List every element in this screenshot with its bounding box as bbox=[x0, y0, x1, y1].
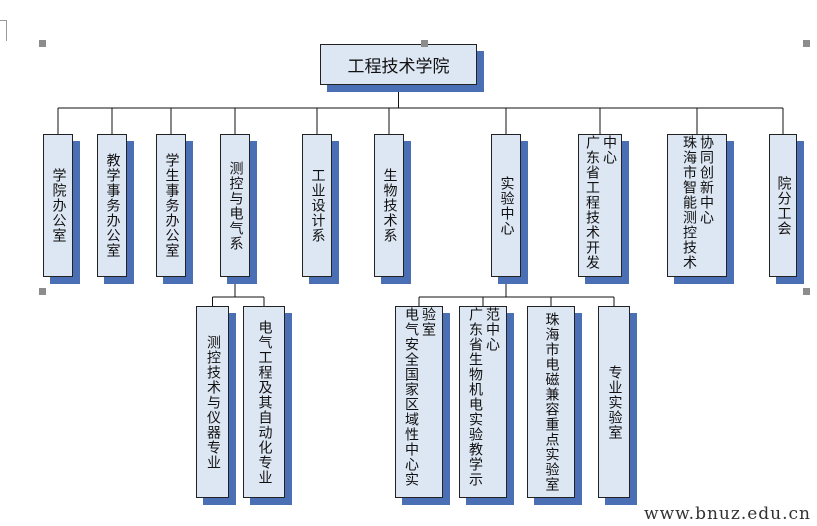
node-level1-6[interactable]: 实验中心 bbox=[491, 134, 528, 284]
node-label: 院分工会 bbox=[775, 175, 792, 236]
node-label: 工业设计系 bbox=[309, 168, 326, 243]
node-level1-8[interactable]: 珠海市智能测控技术协同创新中心 bbox=[667, 134, 734, 284]
node-label: 学院办公室 bbox=[50, 168, 67, 243]
node-dept-child-1[interactable]: 电气工程及其自动化专业 bbox=[243, 306, 292, 505]
node-level1-0[interactable]: 学院办公室 bbox=[43, 134, 80, 284]
watermark: www.bnuz.edu.cn bbox=[644, 504, 811, 524]
node-box: 实验中心 bbox=[491, 134, 521, 277]
selection-handle-middle-right[interactable] bbox=[803, 288, 810, 295]
node-box: 珠海市电磁兼容重点实验室 bbox=[527, 306, 575, 498]
node-lab-child-1[interactable]: 广东省生物机电实验教学示范中心 bbox=[459, 306, 514, 505]
node-lab-child-2[interactable]: 珠海市电磁兼容重点实验室 bbox=[527, 306, 582, 505]
node-box: 测控与电气系 bbox=[220, 134, 250, 277]
node-level1-4[interactable]: 工业设计系 bbox=[302, 134, 339, 284]
node-box: 广东省工程技术开发中心 bbox=[578, 134, 622, 277]
node-box: 广东省生物机电实验教学示范中心 bbox=[459, 306, 507, 498]
node-box: 测控技术与仪器专业 bbox=[196, 306, 229, 498]
node-label: 教学事务办公室 bbox=[104, 153, 121, 258]
node-level1-7[interactable]: 广东省工程技术开发中心 bbox=[578, 134, 629, 284]
node-label: 广东省生物机电实验教学示范中心 bbox=[467, 307, 500, 487]
node-root[interactable]: 工程技术学院 bbox=[320, 44, 484, 92]
node-label: 珠海市智能测控技术协同创新中心 bbox=[681, 135, 714, 270]
node-label: 测控与电气系 bbox=[227, 160, 244, 251]
node-label: 测控技术与仪器专业 bbox=[205, 334, 221, 470]
node-label: 专业实验室 bbox=[606, 364, 623, 440]
node-label: 生物技术系 bbox=[381, 168, 398, 243]
node-box: 教学事务办公室 bbox=[97, 134, 127, 277]
selection-handle-top-right[interactable] bbox=[803, 40, 810, 47]
page-corner-mark bbox=[0, 20, 7, 41]
node-level1-1[interactable]: 教学事务办公室 bbox=[97, 134, 134, 284]
node-box: 专业实验室 bbox=[598, 306, 630, 498]
selection-handle-top-middle[interactable] bbox=[421, 40, 428, 47]
node-level1-5[interactable]: 生物技术系 bbox=[374, 134, 411, 284]
node-lab-child-0[interactable]: 电气安全国家区域性中心实验室 bbox=[395, 306, 450, 505]
node-box: 院分工会 bbox=[769, 134, 797, 277]
node-box: 生物技术系 bbox=[374, 134, 404, 277]
node-box: 电气工程及其自动化专业 bbox=[243, 306, 285, 498]
node-box: 工程技术学院 bbox=[320, 44, 477, 85]
node-label: 工程技术学院 bbox=[347, 57, 450, 77]
node-level1-2[interactable]: 学生事务办公室 bbox=[156, 134, 193, 284]
node-label: 珠海市电磁兼容重点实验室 bbox=[543, 312, 560, 492]
node-box: 工业设计系 bbox=[302, 134, 332, 277]
node-dept-child-0[interactable]: 测控技术与仪器专业 bbox=[196, 306, 236, 505]
node-label: 电气工程及其自动化专业 bbox=[256, 319, 273, 485]
node-label: 电气安全国家区域性中心实验室 bbox=[403, 307, 436, 487]
node-label: 实验中心 bbox=[498, 175, 515, 236]
node-level1-3[interactable]: 测控与电气系 bbox=[220, 134, 257, 284]
selection-handle-top-left[interactable] bbox=[39, 40, 46, 47]
node-level1-9[interactable]: 院分工会 bbox=[769, 134, 804, 284]
node-box: 电气安全国家区域性中心实验室 bbox=[395, 306, 443, 498]
selection-handle-middle-left[interactable] bbox=[39, 288, 46, 295]
node-box: 学院办公室 bbox=[43, 134, 73, 277]
node-label: 学生事务办公室 bbox=[163, 153, 180, 258]
node-label: 广东省工程技术开发中心 bbox=[584, 135, 617, 270]
node-lab-child-3[interactable]: 专业实验室 bbox=[598, 306, 637, 505]
node-box: 珠海市智能测控技术协同创新中心 bbox=[667, 134, 727, 277]
node-box: 学生事务办公室 bbox=[156, 134, 186, 277]
